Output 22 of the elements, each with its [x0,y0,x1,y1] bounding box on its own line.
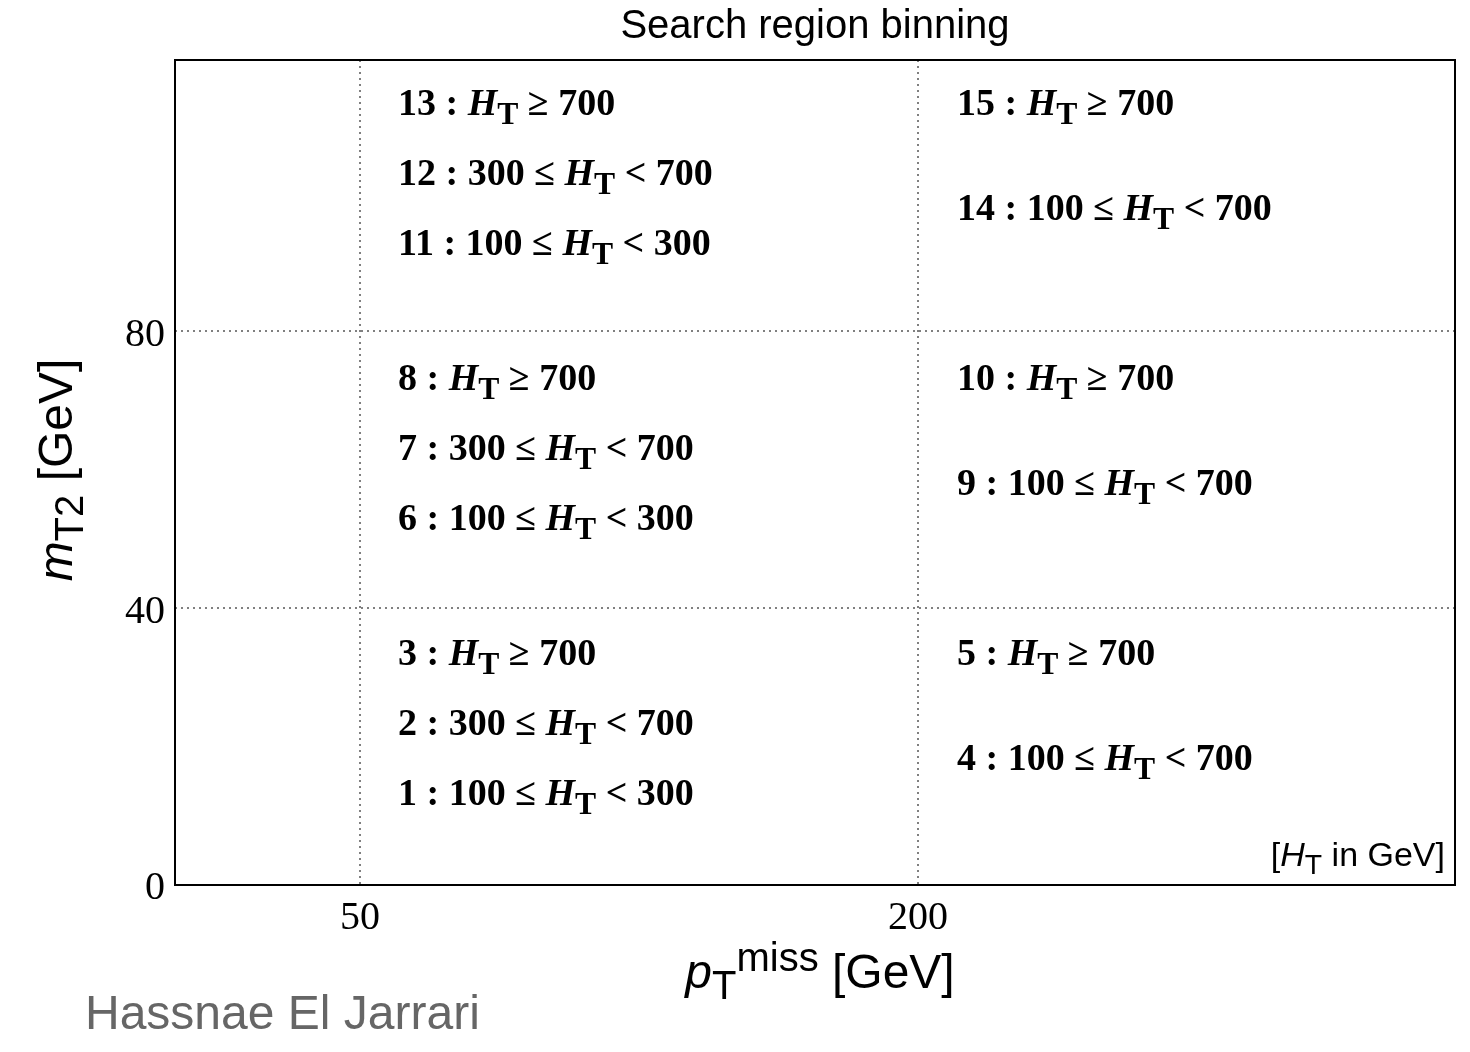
bin-label: 13 : H$_{T}$ ≥ 700 [398,80,616,132]
plot-title: Search region binning [620,2,1010,47]
axis-tick-label: 40 [125,586,165,633]
axis-tick-label: 0 [145,862,165,909]
bin-label: 2 : 300 ≤ H$_{T}$ < 700 [398,700,694,752]
axis-tick-label: 80 [125,309,165,356]
bin-label: 14 : 100 ≤ H$_{T}$ < 700 [957,185,1272,237]
axis-tick-label: 50 [340,892,380,939]
bin-label: 15 : H$_{T}$ ≥ 700 [957,80,1175,132]
bin-label: 1 : 100 ≤ H$_{T}$ < 300 [398,770,694,822]
bin-label: 3 : H$_{T}$ ≥ 700 [398,630,597,682]
bin-label: 8 : H$_{T}$ ≥ 700 [398,355,597,407]
bin-label: 7 : 300 ≤ H$_{T}$ < 700 [398,425,694,477]
bin-label: 4 : 100 ≤ H$_{T}$ < 700 [957,735,1253,787]
bin-label: 6 : 100 ≤ H$_{T}$ < 300 [398,495,694,547]
author-name: Hassnae El Jarrari [85,985,480,1040]
bin-label: 5 : H$_{T}$ ≥ 700 [957,630,1156,682]
bin-label: 11 : 100 ≤ H$_{T}$ < 300 [398,220,711,272]
bin-label: 9 : 100 ≤ H$_{T}$ < 700 [957,460,1253,512]
unit-note: [H$_{T}$ in GeV] [1270,835,1445,881]
bin-label: 10 : H$_{T}$ ≥ 700 [957,355,1175,407]
bin-label: 12 : 300 ≤ H$_{T}$ < 700 [398,150,713,202]
